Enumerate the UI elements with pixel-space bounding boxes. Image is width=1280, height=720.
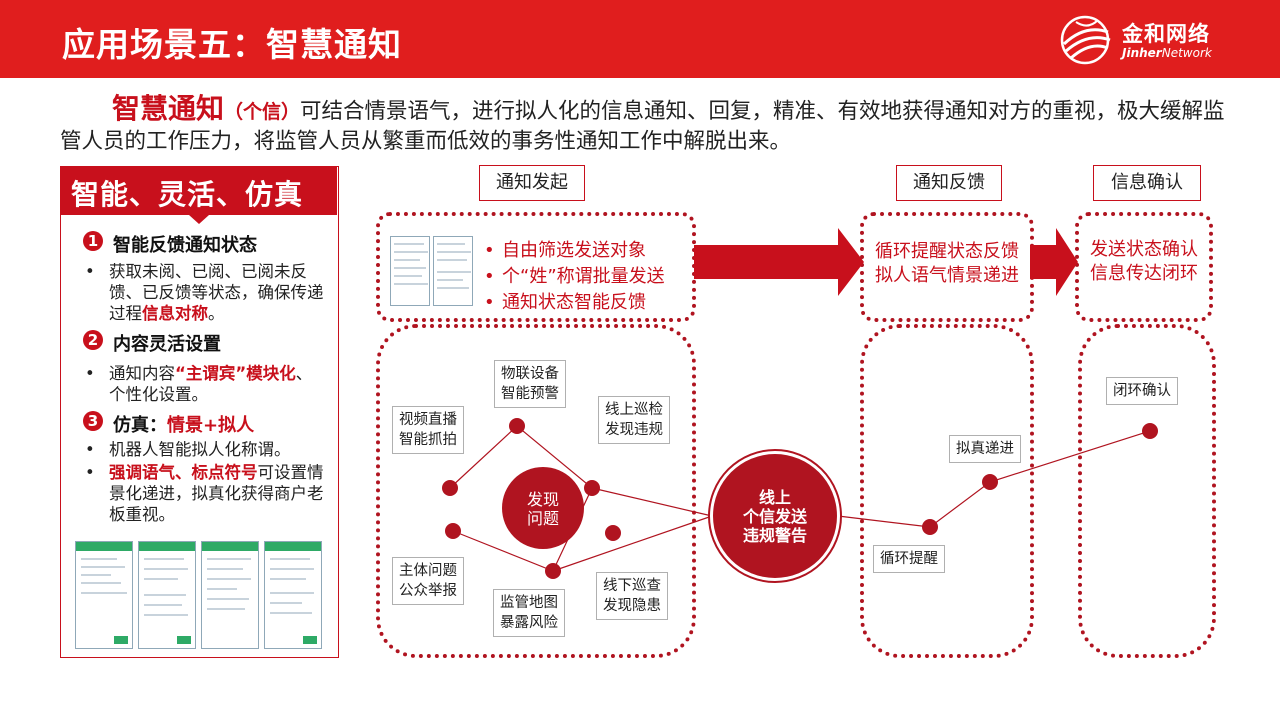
intro-highlight: 智慧通知 [112,92,225,125]
features-panel: 智能、灵活、仿真 1 智能反馈通知状态 • 获取未阅、已阅、已阅未反馈、已反馈等… [60,166,339,658]
logo-en-text: JinherNetwork [1122,46,1212,60]
bullet-dot: • [85,262,95,281]
features-panel-header: 智能、灵活、仿真 [61,167,337,215]
stage-label-feedback: 通知反馈 [896,165,1002,201]
network-node [445,523,461,539]
section-3-title: 仿真：情景+拟人 [113,415,255,436]
discover-circle [502,467,584,549]
feedback-chain [837,430,1151,528]
section-1-title: 智能反馈通知状态 [113,235,257,256]
section-3-bullet-1: • 机器人智能拟人化称谓。 [85,440,291,459]
stage-label-confirm: 信息确认 [1093,165,1201,201]
header-pointer [189,215,209,224]
section-2-title: 内容灵活设置 [113,334,221,355]
tag-loop-reminder: 循环提醒 [873,545,945,573]
network-link [591,487,713,517]
company-logo: 金和网络 JinherNetwork [1058,14,1258,66]
initiate-bullet: 自由筛选发送对象 [484,238,694,264]
features-panel-title: 智能、灵活、仿真 [71,178,304,211]
tag-escalation: 拟真递进 [949,435,1021,463]
network-node [509,418,525,434]
confirm-box [1075,212,1213,322]
chain-node [1142,423,1158,439]
tag-offline-patrol: 线下巡查发现隐患 [596,572,668,620]
intro-body: 可结合情景语气，进行拟人化的信息通知、回复，精准、有效地获得通知对方的重视，极大… [60,99,1225,154]
tag-public-report: 主体问题公众举报 [392,557,464,605]
feedback-box [860,212,1034,322]
network-node [442,480,458,496]
chain-node [922,519,938,535]
intro-highlight-sub: （个信） [224,101,301,123]
chain-node [982,474,998,490]
network-node [605,525,621,541]
confirm-description: 发送状态确认信息传达闭环 [1090,239,1198,284]
tag-risk-map: 监管地图暴露风险 [493,589,565,637]
tag-online-inspection: 线上巡检发现违规 [598,396,670,444]
initiate-bullet: 通知状态智能反馈 [484,290,694,316]
tag-video-capture: 视频直播智能抓拍 [392,406,464,454]
initiate-bullet: 个“姓”称谓批量发送 [484,264,694,290]
feedback-flow-box [860,324,1034,658]
network-link [552,515,713,572]
arrow-initiate-to-feedback [694,228,864,296]
section-3-bullet-2: • 强调语气、标点符号可设置情景化递进，拟真化获得商户老板重视。 [85,463,324,524]
arrow-feedback-to-confirm [1030,228,1078,296]
phone-screenshot [264,541,322,649]
initiate-bullet-list: 自由筛选发送对象 个“姓”称谓批量发送 通知状态智能反馈 [484,238,694,316]
hub-circle-label: 线上个信发送违规警告 [742,488,807,545]
mini-screenshot [390,236,430,306]
hub-circle [713,454,837,578]
phone-screenshot [75,541,133,649]
logo-cn-text: 金和网络 [1122,22,1210,46]
mini-screenshot [433,236,473,306]
section-2-number-badge: 2 [83,330,103,350]
phone-screenshots [75,541,327,649]
tag-loop-confirm: 闭环确认 [1106,377,1178,405]
section-3-number-badge: 3 [83,411,103,431]
tag-iot-warning: 物联设备智能预警 [494,360,566,408]
intro-paragraph: 智慧通知（个信）可结合情景语气，进行拟人化的信息通知、回复，精准、有效地获得通知… [60,94,1230,157]
discover-circle-label: 发现问题 [526,490,559,528]
feedback-description: 循环提醒状态反馈拟人语气情景递进 [875,241,1019,286]
section-1-number-badge: 1 [83,231,103,251]
phone-screenshot [201,541,259,649]
network-node [584,480,600,496]
mini-screenshots [390,236,474,308]
network-node [545,563,561,579]
logo-globe-icon [1060,15,1111,65]
page-title: 应用场景五：智慧通知 [62,25,402,64]
header-bar: 应用场景五：智慧通知 金和网络 JinherNetwork [0,0,1280,78]
section-2-bullet: • 通知内容“主谓宾”模块化、个性化设置。 [85,364,313,404]
phone-screenshot [138,541,196,649]
stage-label-initiate: 通知发起 [479,165,585,201]
section-1-bullet: • 获取未阅、已阅、已阅未反馈、已反馈等状态，确保传递过程信息对称。 [85,262,324,323]
